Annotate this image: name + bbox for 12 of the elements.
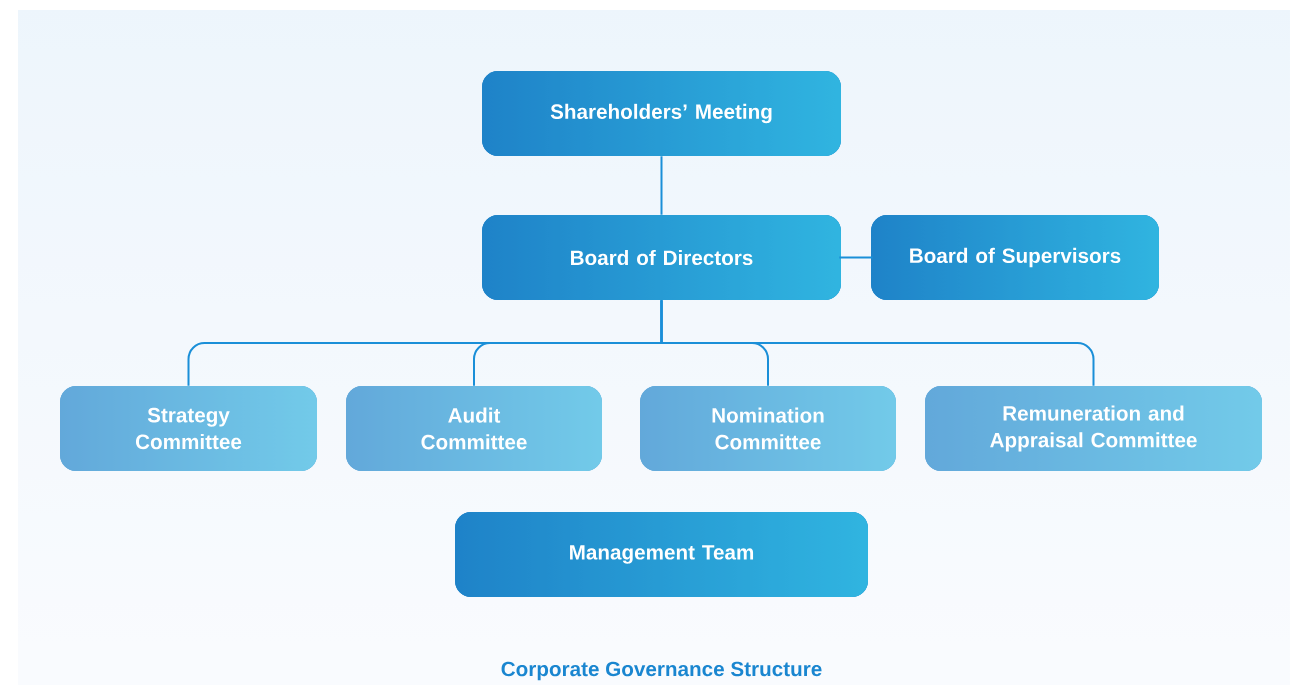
- governance-box: Board of Directors: [482, 215, 841, 300]
- connector-line: [660, 155, 663, 216]
- committee-box: Nomination Committee: [640, 386, 896, 471]
- governance-box: Shareholders’ Meeting: [482, 71, 841, 156]
- caption: Corporate Governance Structure: [501, 661, 822, 681]
- committee-box: Remuneration and Appraisal Committee: [925, 386, 1262, 471]
- connector-line: [838, 256, 874, 259]
- connector-line: [660, 299, 1095, 387]
- committee-box: Audit Committee: [346, 386, 602, 471]
- governance-box: Management Team: [455, 512, 868, 597]
- governance-box: Board of Supervisors: [871, 215, 1159, 300]
- committee-box: Strategy Committee: [60, 386, 317, 471]
